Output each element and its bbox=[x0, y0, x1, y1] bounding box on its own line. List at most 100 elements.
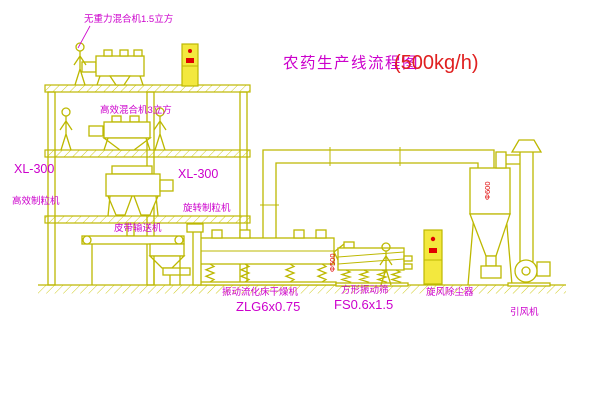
bin-outlet-pipe bbox=[162, 267, 191, 276]
bin-cone bbox=[148, 255, 186, 269]
worker-head bbox=[61, 107, 71, 117]
sieve-springs bbox=[339, 269, 403, 285]
mixer-stub bbox=[129, 115, 140, 123]
label-right-granulator-model: XL-300 bbox=[178, 167, 218, 181]
granulator-legs bbox=[107, 195, 159, 217]
sieve-outlet bbox=[403, 263, 413, 270]
mixer-motor bbox=[81, 61, 97, 73]
label-belt-conveyor: 皮带输送机 bbox=[114, 222, 162, 234]
worker-body bbox=[379, 251, 393, 286]
conveyor-belt bbox=[81, 235, 185, 245]
mixer-body bbox=[103, 121, 151, 139]
dryer-springs bbox=[204, 263, 328, 283]
control-cabinet-ground bbox=[423, 229, 443, 285]
floor-slab-low bbox=[44, 215, 251, 224]
label-left-granulator-model: XL-300 bbox=[14, 162, 54, 176]
dryer-dome bbox=[315, 229, 327, 239]
granulator bbox=[105, 165, 174, 237]
fan-hub bbox=[521, 266, 531, 276]
cyclone-discharge-valve bbox=[480, 265, 502, 279]
vibrating-sieve bbox=[335, 241, 413, 287]
cabinet-red-panel bbox=[429, 248, 437, 253]
cyclone-separator bbox=[467, 151, 520, 286]
worker-figure bbox=[73, 42, 87, 86]
feeder-column bbox=[192, 229, 202, 286]
granulator-cone bbox=[133, 195, 159, 216]
mixer-nozzle bbox=[103, 49, 113, 57]
ground-hatch bbox=[38, 285, 566, 294]
sieve-body bbox=[337, 247, 405, 271]
dryer-dome bbox=[293, 229, 305, 239]
fluid-bed-dryer bbox=[195, 229, 352, 286]
cyclone-cylinder bbox=[469, 167, 511, 215]
mixer-nozzle bbox=[119, 49, 129, 57]
sieve-inlet bbox=[343, 241, 355, 249]
label-sieve: 方形振动筛 bbox=[341, 284, 389, 296]
label-leader-line bbox=[77, 25, 91, 49]
label-fan: 引风机 bbox=[510, 306, 539, 318]
dryer-dome bbox=[239, 229, 251, 239]
cabinet-body bbox=[181, 43, 199, 87]
gravity-mixer bbox=[81, 49, 145, 86]
feed-hopper bbox=[148, 223, 204, 286]
feeder-head bbox=[186, 223, 204, 233]
dryer-base bbox=[199, 281, 337, 286]
sieve-base bbox=[335, 282, 409, 287]
mixer-nozzle bbox=[133, 49, 143, 57]
cabinet-red-panel bbox=[186, 58, 194, 63]
mixer-legs bbox=[96, 75, 144, 86]
indicator-lamp bbox=[430, 236, 436, 242]
label-dryer: 振动流化床干燥机 bbox=[222, 286, 299, 298]
exhaust-stack bbox=[510, 139, 543, 262]
worker-figure bbox=[153, 107, 167, 151]
duct-flanges bbox=[260, 147, 401, 206]
cyclone-cone bbox=[469, 213, 511, 257]
building-column bbox=[47, 91, 56, 286]
annotation-pipe-diameter: Φ500 bbox=[328, 254, 337, 273]
bin-legs bbox=[153, 256, 181, 285]
exhaust-duct bbox=[260, 147, 495, 238]
mixer-stub bbox=[111, 115, 122, 123]
diagram-title: 农药生产线流程图 bbox=[283, 54, 419, 72]
mixer-discharge-cone bbox=[108, 75, 132, 86]
duct-outer-line bbox=[262, 149, 495, 238]
granulator-hopper-rim bbox=[111, 165, 153, 175]
label-top-mixer: 无重力混合机1.5立方 bbox=[84, 13, 173, 25]
fan-scroll bbox=[514, 259, 538, 283]
worker-body bbox=[73, 51, 87, 86]
cabinet-body bbox=[423, 229, 443, 285]
sieve-screens bbox=[337, 251, 405, 265]
sieve-outlet bbox=[403, 255, 413, 262]
indicator-lamp bbox=[188, 49, 192, 53]
worker-body bbox=[153, 116, 167, 151]
mixer-cone bbox=[102, 137, 152, 151]
cyclone-to-stack-pipe bbox=[506, 154, 520, 165]
stack-pipe bbox=[519, 152, 534, 262]
conveyor-roller bbox=[82, 235, 92, 245]
mixer-motor bbox=[88, 125, 104, 137]
worker-figure bbox=[59, 107, 73, 151]
conveyor-roller bbox=[174, 235, 184, 245]
label-right-granulator: 旋转制粒机 bbox=[183, 202, 231, 214]
label-mid-mixer: 高效混合机3立方 bbox=[100, 104, 172, 116]
floor-slab-top bbox=[44, 84, 251, 93]
granulator-body bbox=[105, 173, 161, 197]
worker-figure bbox=[379, 242, 393, 286]
fan-motor bbox=[536, 261, 551, 277]
label-cyclone: 旋风除尘器 bbox=[426, 286, 474, 298]
worker-body bbox=[59, 116, 73, 151]
granulator-cone bbox=[107, 195, 133, 216]
capacity-label: (500kg/h) bbox=[394, 52, 479, 74]
floor-slab-mid bbox=[44, 149, 251, 158]
cyclone-outlet-stub bbox=[495, 151, 507, 169]
dryer-dome bbox=[211, 229, 223, 239]
granulator-motor bbox=[159, 179, 174, 192]
label-left-granulator: 高效制粒机 bbox=[12, 195, 60, 207]
stack-rain-cap bbox=[510, 139, 543, 153]
mixer-legs bbox=[103, 137, 151, 151]
fan-base bbox=[507, 282, 551, 287]
duct-inner-line bbox=[275, 162, 479, 238]
control-cabinet-top bbox=[181, 43, 199, 87]
